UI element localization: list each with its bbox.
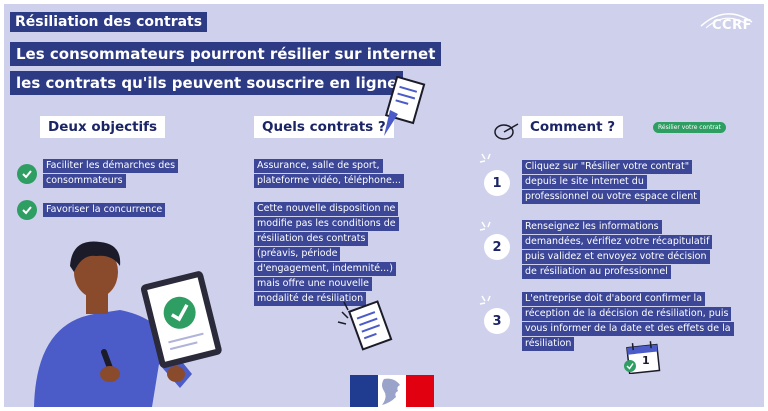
sparkle-icon [479, 153, 491, 163]
step-1: Cliquez sur "Résilier votre contrat" dep… [522, 160, 701, 205]
contrats-example-line-1: Assurance, salle de sport, [254, 159, 383, 173]
contrats-note-line-5: d'engagement, indemnité...) [254, 262, 396, 276]
comment-title: Comment ? [522, 116, 624, 138]
step-2-line-2: demandées, vérifiez votre récapitulatif [522, 235, 713, 249]
check-icon [17, 164, 37, 184]
step-2-line-3: puis validez et envoyez votre décision [522, 250, 710, 264]
contrats-title: Quels contrats ? [254, 116, 394, 138]
cursor-click-icon [494, 123, 519, 140]
section-title: Résiliation des contrats [10, 12, 208, 32]
contrats-example-line-2: plateforme vidéo, téléphone... [254, 174, 404, 188]
contrats-note-line-7: modalité de résiliation [254, 292, 367, 306]
resilier-contrat-button[interactable]: Résilier votre contrat [653, 122, 726, 133]
step-3-line-2: réception de la décision de résiliation,… [522, 307, 732, 321]
contrats-note-line-6: mais offre une nouvelle [254, 277, 372, 291]
step-3-line-1: L'entreprise doit d'abord confirmer la [522, 292, 706, 306]
ccrf-logo: CCRF [700, 13, 753, 33]
step-number: 3 [484, 308, 510, 334]
infographic-panel: Résiliation des contrats Les consommateu… [4, 4, 764, 407]
contrats-examples: Assurance, salle de sport, plateforme vi… [254, 159, 404, 189]
person-with-tablet-illustration [34, 241, 222, 407]
step-3-line-3: vous informer de la date et des effets d… [522, 322, 734, 336]
contrats-note-line-1: Cette nouvelle disposition ne [254, 202, 399, 216]
sparkle-icon [479, 221, 491, 231]
contract-document-icon [337, 300, 393, 351]
objectifs-title: Deux objectifs [40, 116, 166, 138]
document-pen-icon [384, 76, 426, 136]
ccrf-logo-arc-icon [700, 13, 753, 29]
contrats-note-line-4: (préavis, période [254, 247, 341, 261]
step-number: 2 [484, 234, 510, 260]
step-1-line-1: Cliquez sur "Résilier votre contrat" [522, 160, 693, 174]
step-2-line-1: Renseignez les informations [522, 220, 662, 234]
objectif-item-1: Faciliter les démarches des consommateur… [43, 159, 179, 189]
contrats-note-line-2: modifie pas les conditions de [254, 217, 399, 231]
step-1-line-2: depuis le site internet du [522, 175, 647, 189]
step-3-line-4: résiliation [522, 337, 575, 351]
headline-line-2: les contrats qu'ils peuvent souscrire en… [10, 71, 404, 95]
calendar-icon: 1 [622, 340, 666, 374]
objectif-1-line-1: Faciliter les démarches des [43, 159, 179, 173]
contrats-note: Cette nouvelle disposition ne modifie pa… [254, 202, 399, 307]
step-number: 1 [484, 170, 510, 196]
objectif-2-line-1: Favoriser la concurrence [43, 203, 166, 217]
step-2-line-4: de résiliation au professionnel [522, 265, 671, 279]
step-3: L'entreprise doit d'abord confirmer la r… [522, 292, 734, 352]
contrats-note-line-3: résiliation des contrats [254, 232, 369, 246]
headline-line-1: Les consommateurs pourront résilier sur … [10, 42, 442, 66]
marianne-profile-icon [382, 378, 400, 405]
calendar-day: 1 [642, 354, 650, 367]
check-icon [17, 200, 37, 220]
step-1-line-3: professionnel ou votre espace client [522, 190, 701, 204]
step-2: Renseignez les informations demandées, v… [522, 220, 713, 280]
marianne-flag-logo [350, 375, 434, 407]
sparkle-icon [479, 295, 491, 305]
objectif-1-line-2: consommateurs [43, 174, 126, 188]
objectif-item-2: Favoriser la concurrence [43, 203, 166, 218]
